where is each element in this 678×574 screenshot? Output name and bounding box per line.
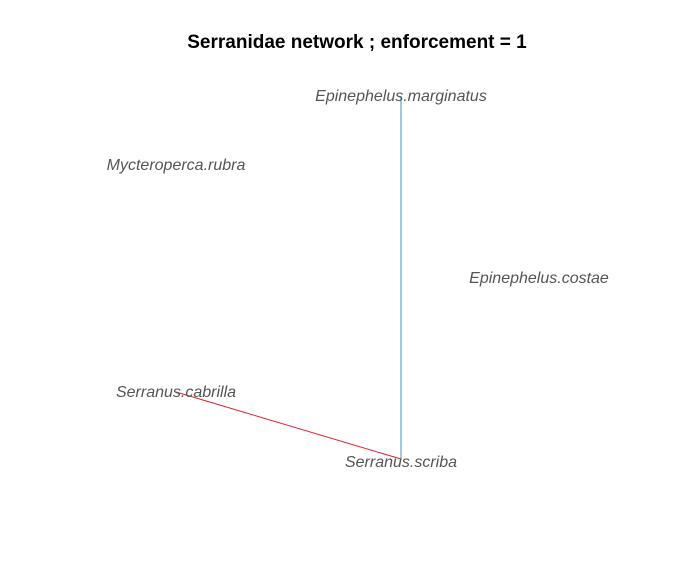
node-label-serranus-scriba: Serranus.scriba [345, 454, 457, 471]
node-label-epinephelus-costae: Epinephelus.costae [469, 270, 609, 287]
diagram-title: Serranidae network ; enforcement = 1 [187, 32, 527, 53]
edge-serranus-cabrilla-to-serranus-scriba [175, 391, 402, 460]
edges-layer [175, 96, 402, 460]
nodes-layer: Epinephelus.marginatusMycteroperca.rubra… [107, 88, 609, 471]
node-label-mycteroperca-rubra: Mycteroperca.rubra [107, 157, 246, 174]
node-label-epinephelus-marginatus: Epinephelus.marginatus [315, 88, 487, 105]
node-label-serranus-cabrilla: Serranus.cabrilla [116, 384, 236, 401]
